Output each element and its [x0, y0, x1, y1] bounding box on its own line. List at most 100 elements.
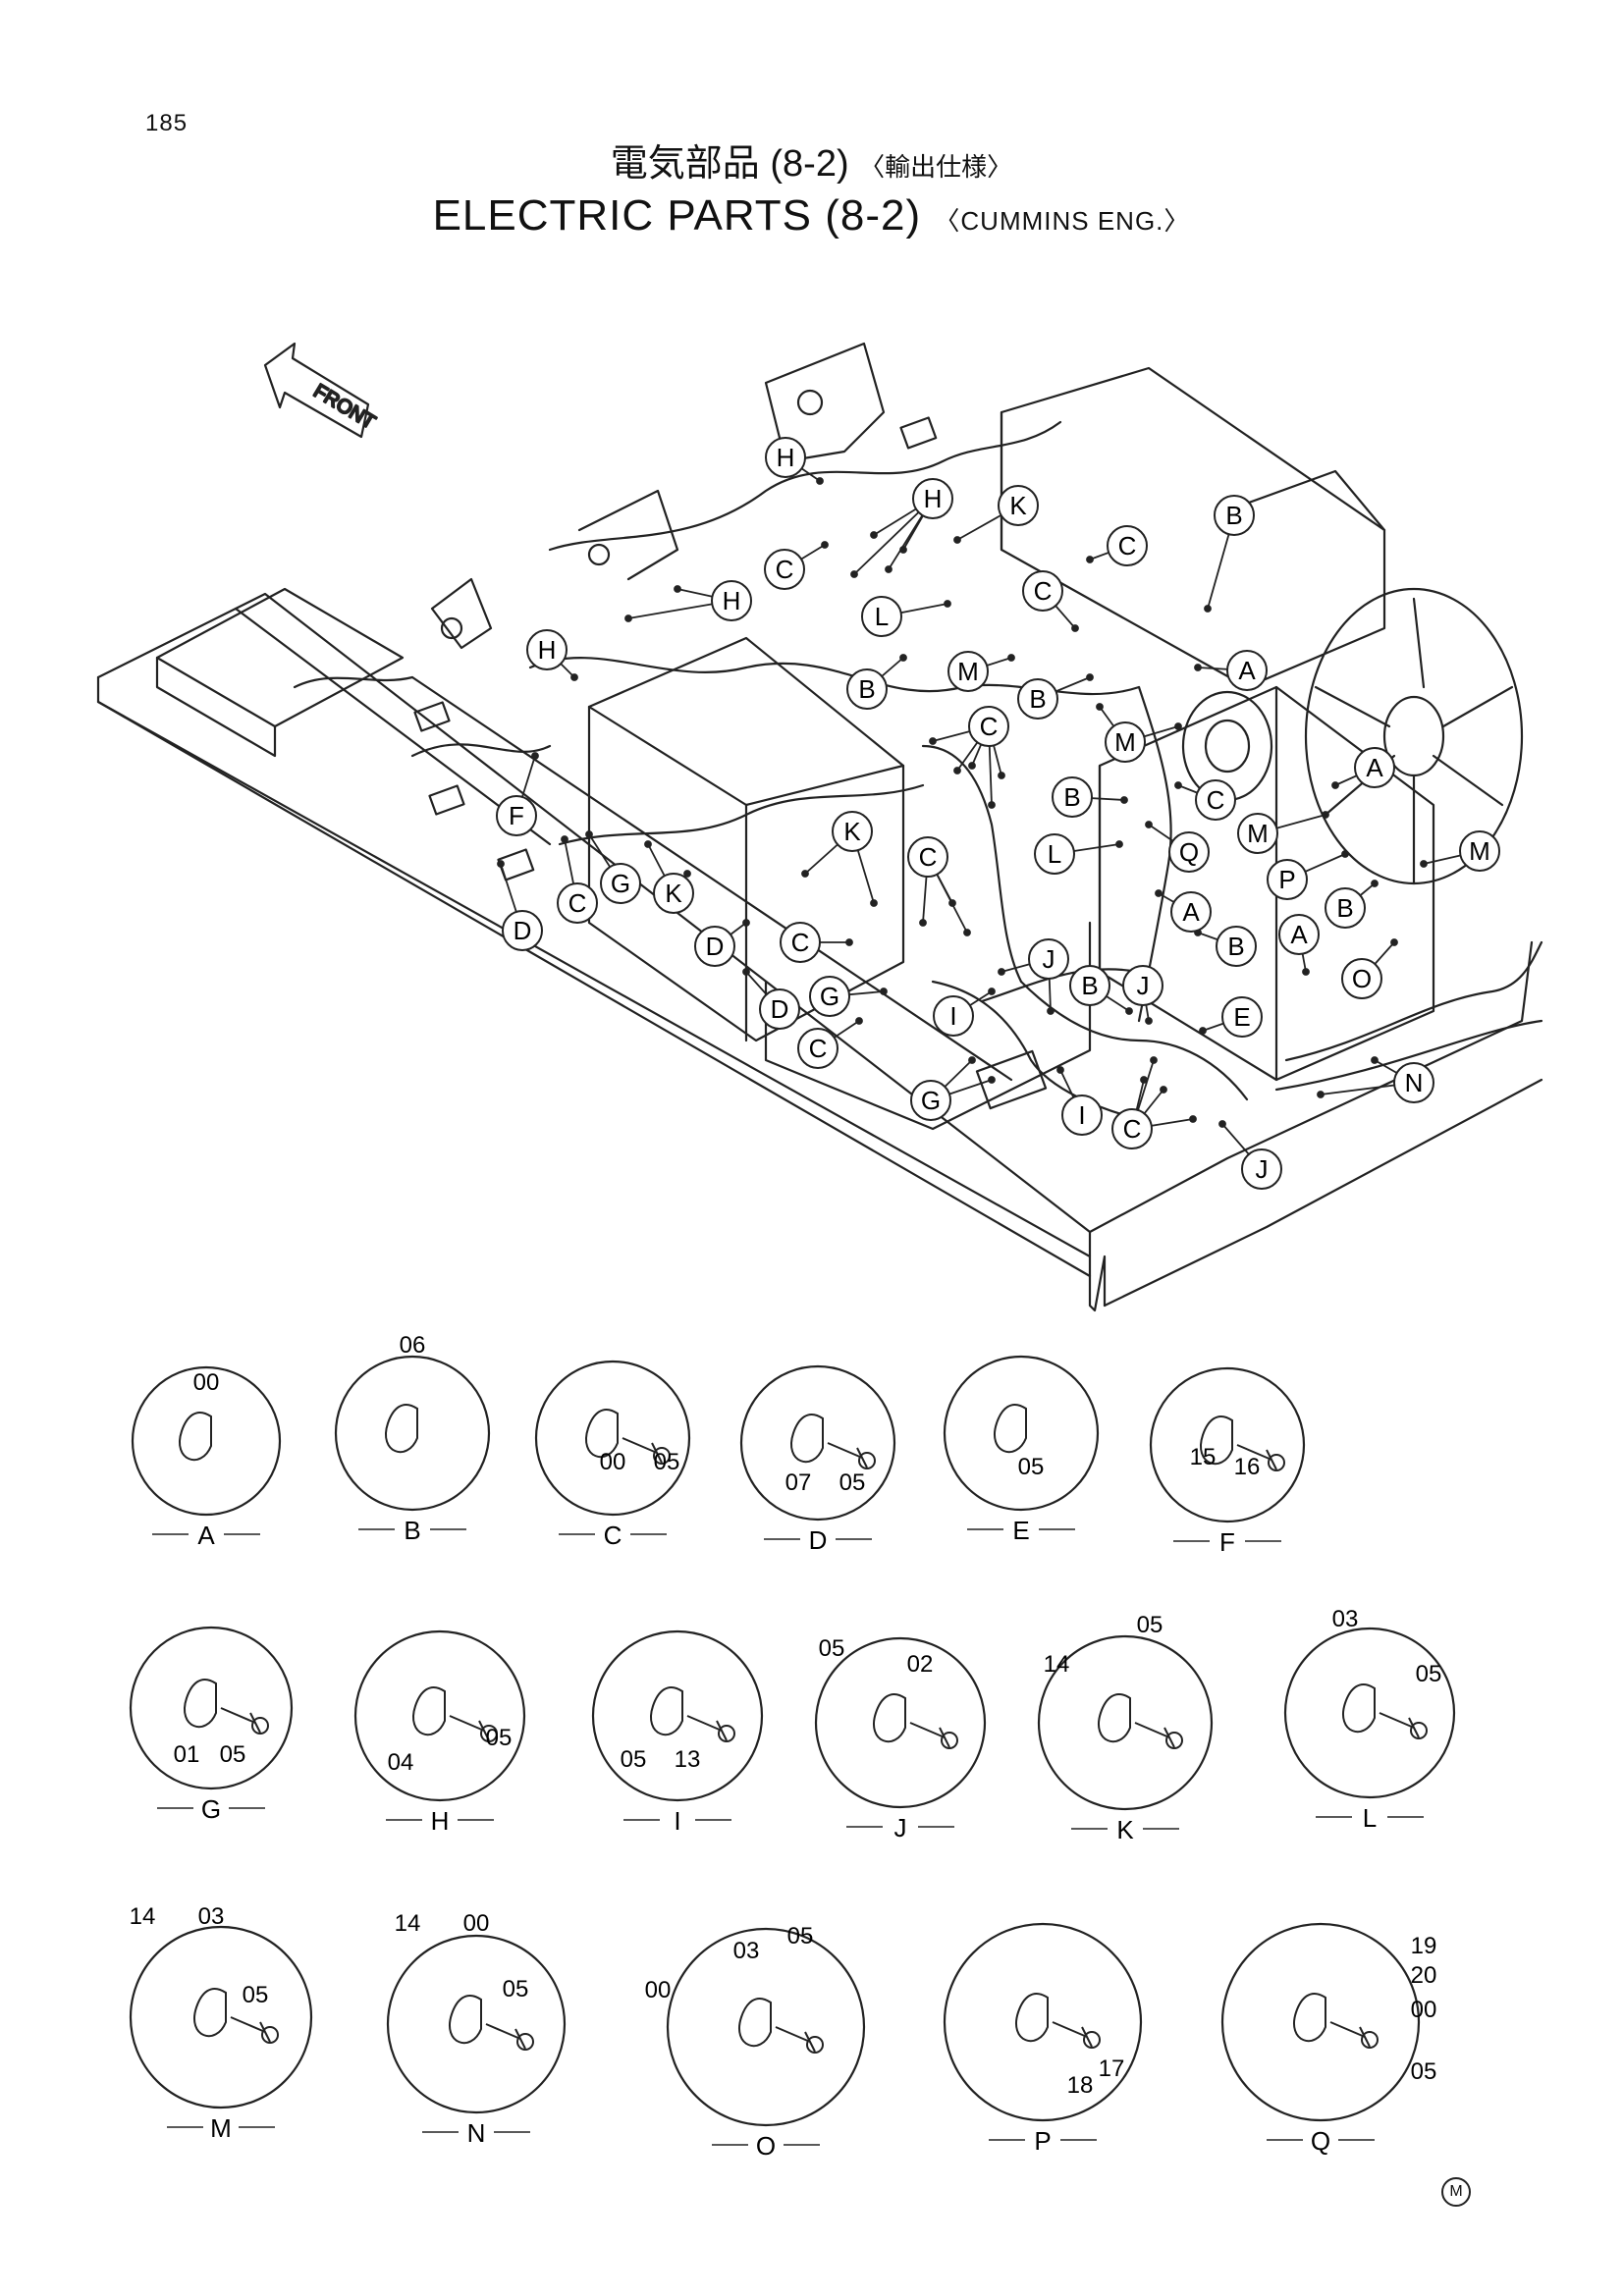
leader-dot: [585, 830, 593, 838]
part-number: 03: [198, 1903, 225, 1930]
callout-n: N: [1393, 1062, 1434, 1103]
detail-circle: [386, 1934, 567, 2114]
callout-circle: [1226, 650, 1268, 691]
clamp-icon: [184, 1679, 269, 1735]
leader-dot: [870, 531, 878, 539]
callout-circle: [780, 922, 821, 963]
callout-letter: J: [1256, 1154, 1269, 1184]
detail-letter: J: [894, 1813, 907, 1842]
callout-d: D: [502, 910, 543, 951]
callout-letter: H: [538, 635, 557, 665]
leader-dot: [1341, 850, 1349, 858]
leader-dot: [1322, 811, 1329, 819]
detail-circle: [534, 1360, 691, 1517]
leader-dot: [742, 919, 750, 927]
callout-letter: C: [919, 842, 938, 872]
detail-circle: [353, 1629, 526, 1802]
detail-letter: Q: [1311, 2126, 1330, 2156]
callout-d: D: [759, 988, 800, 1030]
callout-circle: [1341, 958, 1382, 999]
callout-letter: M: [1469, 836, 1490, 866]
title-en-main: ELECTRIC PARTS: [432, 191, 813, 240]
callout-circle: [1216, 926, 1257, 967]
callout-e: E: [1221, 996, 1263, 1038]
title-en-part: (8-2): [825, 191, 922, 240]
detail-letter: P: [1034, 2126, 1051, 2156]
leader-dot: [570, 673, 578, 681]
part-number: 05: [486, 1725, 513, 1751]
callout-d: D: [694, 926, 735, 967]
leader-dot: [1390, 938, 1398, 946]
callout-m: M: [947, 651, 989, 692]
part-number: 05: [787, 1923, 814, 1949]
leader-dot: [1371, 1056, 1379, 1064]
leader-dot: [1056, 1066, 1064, 1074]
detail-circle: [591, 1629, 764, 1802]
callout-m: M: [1105, 721, 1146, 763]
part-number: 05: [1137, 1612, 1163, 1638]
clamp-icon: [1015, 1993, 1101, 2049]
callout-letter: G: [611, 869, 630, 898]
callout-circle: [846, 668, 888, 710]
callout-letter: Q: [1179, 837, 1199, 867]
leader-dot: [1371, 880, 1379, 887]
leader-dot: [1047, 1007, 1055, 1015]
part-number: 00: [1411, 1997, 1437, 2023]
callout-letter: E: [1233, 1002, 1250, 1032]
part-number: 20: [1411, 1962, 1437, 1989]
part-number: 05: [839, 1469, 866, 1496]
callout-letter: N: [1405, 1068, 1424, 1097]
callout-k: K: [998, 485, 1039, 526]
callout-letter: M: [957, 657, 979, 686]
detail-a: A00: [131, 1365, 282, 1550]
leader-dot: [742, 968, 750, 976]
callout-letter: O: [1352, 964, 1372, 993]
callout-letter: L: [1048, 839, 1061, 869]
callout-i: I: [1061, 1095, 1103, 1136]
footer-mark: M: [1441, 2177, 1471, 2207]
part-number: 18: [1067, 2072, 1094, 2099]
callout-k: K: [653, 873, 694, 914]
detail-letter: N: [467, 2118, 486, 2148]
detail-circle: [129, 1925, 313, 2109]
callout-circle: [557, 882, 598, 924]
callout-letter: D: [514, 916, 532, 945]
detail-circle: [334, 1355, 491, 1512]
leader-dot: [683, 870, 691, 878]
leader-dot: [1140, 1076, 1148, 1084]
detail-letter: F: [1219, 1527, 1235, 1557]
leader-dot: [497, 860, 505, 868]
part-number: 05: [1411, 2058, 1437, 2085]
callout-circle: [759, 988, 800, 1030]
detail-letter: K: [1116, 1815, 1134, 1844]
callout-g: G: [910, 1080, 951, 1121]
callout-circle: [1278, 914, 1320, 955]
detail-circle: [129, 1626, 294, 1790]
callout-letter: I: [1078, 1100, 1085, 1130]
callout-letter: B: [1063, 782, 1080, 812]
callout-c: C: [797, 1028, 839, 1069]
callout-circle: [764, 549, 805, 590]
callout-h: H: [711, 580, 752, 621]
detail-e: E05: [943, 1355, 1100, 1545]
callout-q: Q: [1168, 831, 1210, 873]
leader-dot: [1115, 840, 1123, 848]
callout-letter: M: [1114, 727, 1136, 757]
callout-g: G: [600, 863, 641, 904]
leader-dot: [899, 654, 907, 662]
part-number: 02: [907, 1651, 934, 1678]
callout-circle: [1354, 747, 1395, 788]
callout-circle: [1052, 776, 1093, 818]
callout-letter: C: [1034, 576, 1053, 606]
leader-dot: [816, 477, 824, 485]
part-number: 15: [1190, 1444, 1217, 1470]
detail-circle: [1283, 1627, 1456, 1799]
machine-drawing: FRONT: [96, 342, 1543, 1312]
callout-b: B: [1017, 678, 1058, 720]
leader-dot: [1120, 796, 1128, 804]
part-number: 05: [220, 1741, 246, 1768]
